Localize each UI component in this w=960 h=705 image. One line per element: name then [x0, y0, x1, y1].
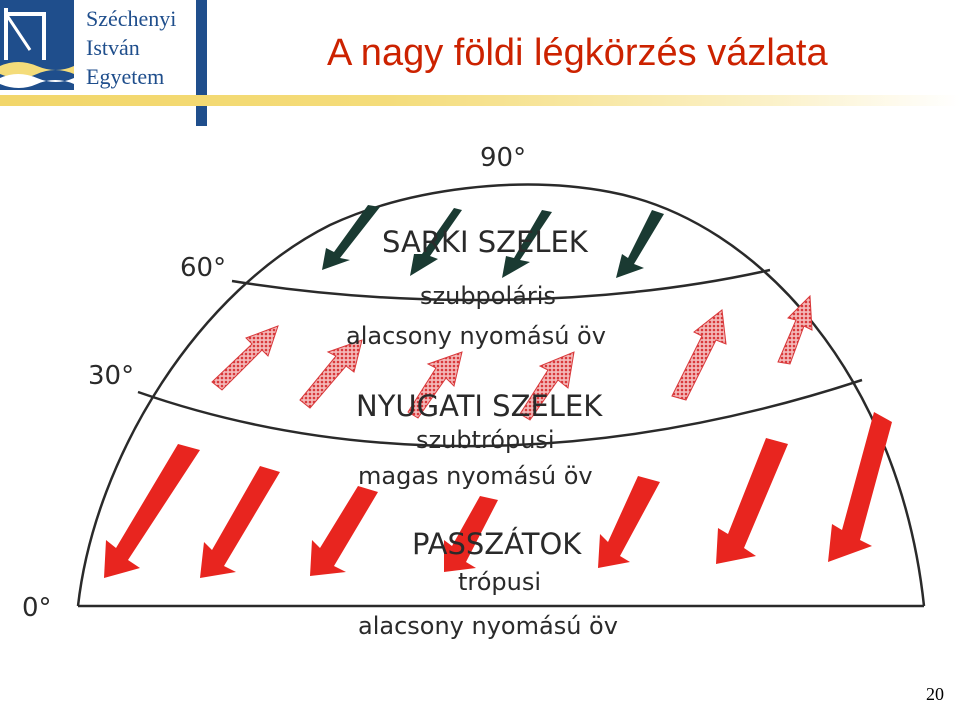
- university-logo: [0, 0, 74, 90]
- trade-wind-arrows: [104, 412, 892, 578]
- westerly-arrow-3: [407, 351, 463, 419]
- university-name-line-2: István: [86, 35, 140, 60]
- header-vertical-bar: [196, 0, 207, 126]
- latitude-90-label: 90°: [480, 143, 526, 173]
- subpolar-label-1: szubpoláris: [420, 282, 556, 310]
- latitude-30-line: [137, 378, 863, 448]
- trade-arrow-5: [598, 476, 660, 568]
- trade-arrow-6: [716, 438, 788, 564]
- polar-wind-arrows: [322, 205, 664, 278]
- latitude-60-line: [231, 268, 771, 302]
- westerlies-label: NYUGATI SZELEK: [356, 389, 603, 423]
- trade-arrow-4: [444, 496, 498, 572]
- trade-winds-label: PASSZÁTOK: [412, 527, 582, 561]
- westerly-arrow-6: [777, 294, 813, 365]
- trade-arrow-7: [828, 412, 892, 562]
- latitude-0-label: 0°: [22, 593, 52, 623]
- trade-arrow-2: [200, 466, 280, 578]
- polar-arrow-4: [616, 210, 664, 278]
- westerly-wind-arrows: [211, 294, 813, 421]
- subtropic-label-1: szubtrópusi: [416, 426, 555, 454]
- polar-arrow-2: [410, 208, 462, 276]
- westerly-arrow-4: [519, 351, 575, 421]
- latitude-60-label: 60°: [180, 253, 226, 283]
- subpolar-label-2: alacsony nyomású öv: [346, 322, 606, 350]
- page-number: 20: [926, 684, 944, 704]
- polar-arrow-3: [502, 210, 552, 278]
- polar-winds-label: SARKI SZELEK: [382, 225, 589, 259]
- university-name: Széchenyi István Egyetem: [86, 4, 176, 91]
- trade-arrow-1: [104, 444, 200, 578]
- trade-arrow-3: [310, 486, 378, 576]
- westerly-arrow-5: [671, 309, 727, 401]
- university-name-line-3: Egyetem: [86, 64, 165, 89]
- university-name-line-1: Széchenyi: [86, 6, 177, 31]
- tropic-label-2: alacsony nyomású öv: [358, 612, 618, 640]
- latitude-30-label: 30°: [88, 361, 134, 391]
- polar-arrow-1: [322, 205, 380, 270]
- hemisphere-outline: [76, 183, 926, 608]
- subtropic-label-2: magas nyomású öv: [358, 462, 593, 490]
- slide-title: A nagy földi légkörzés vázlata: [327, 32, 828, 74]
- header-horizontal-bar: [0, 95, 960, 106]
- westerly-arrow-2: [299, 339, 363, 409]
- westerly-arrow-1: [211, 325, 279, 391]
- tropic-label-1: trópusi: [458, 568, 541, 596]
